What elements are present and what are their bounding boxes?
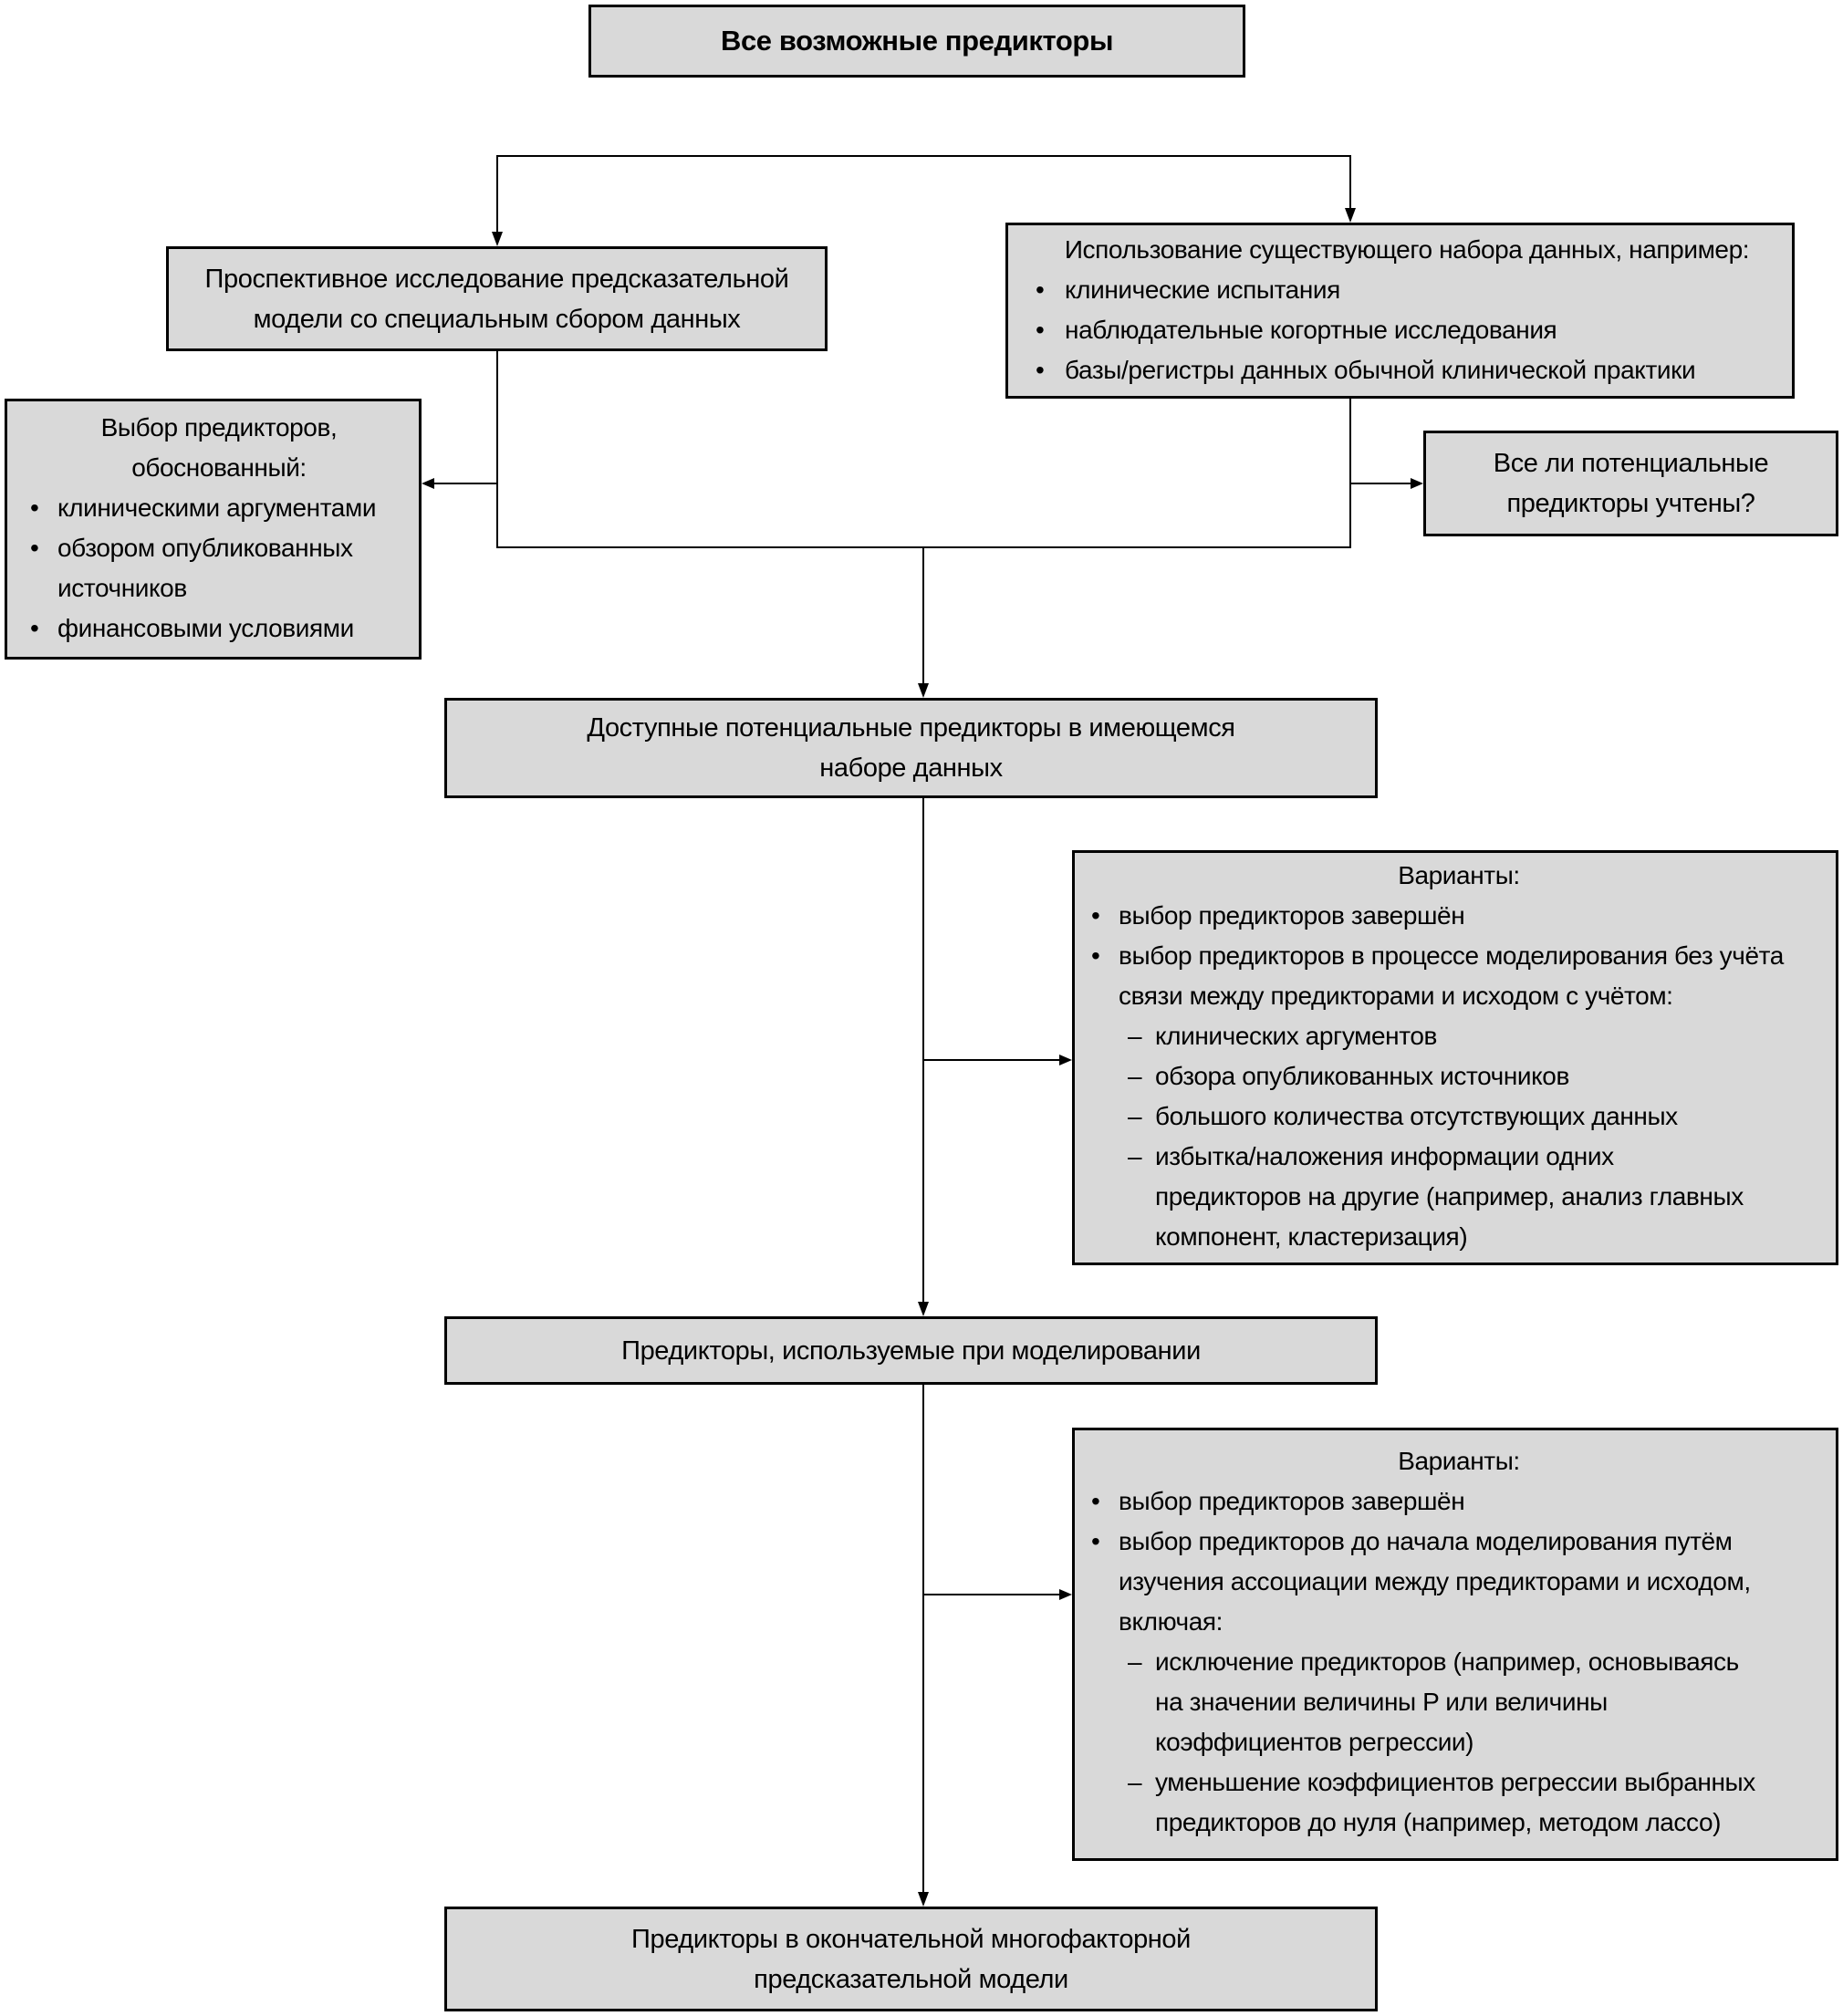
- bullet-marker: •: [1091, 941, 1100, 970]
- connector-branch-to-options-1: [923, 1059, 1059, 1061]
- box-all-predictors-title: Все возможные предикторы: [720, 25, 1114, 57]
- dash-marker: –: [1128, 1142, 1142, 1170]
- list-item-text: клинические испытания: [1065, 275, 1340, 304]
- bullet-marker: •: [1036, 316, 1045, 344]
- bullet-marker: •: [1091, 901, 1100, 930]
- box-all-predictors-considered-text: Все ли потенциальные предикторы учтены?: [1493, 449, 1769, 518]
- box-prospective-study: Проспективное исследование предсказатель…: [166, 246, 828, 351]
- box-all-predictors-considered: Все ли потенциальные предикторы учтены?: [1423, 431, 1838, 536]
- list-item: • выбор предикторов завершён: [1091, 896, 1827, 936]
- arrowhead-to-final-model: [918, 1892, 929, 1907]
- dash-marker: –: [1128, 1647, 1142, 1676]
- connector-top-rail: [496, 155, 1351, 157]
- arrowhead-to-prospective-study: [492, 232, 503, 246]
- dash-marker: –: [1128, 1768, 1142, 1796]
- arrowhead-to-rationale: [422, 478, 434, 489]
- box-available-predictors: Доступные потенциальные предикторы в име…: [444, 698, 1378, 798]
- box-options-2-heading: Варианты:: [1398, 1447, 1520, 1475]
- arrowhead-to-available-predictors: [918, 683, 929, 698]
- list-item: – клинических аргументов: [1128, 1016, 1827, 1056]
- arrowhead-to-existing-dataset: [1345, 208, 1356, 223]
- dash-marker: –: [1128, 1102, 1142, 1130]
- list-item: • выбор предикторов в процессе моделиров…: [1091, 936, 1827, 1016]
- box-all-predictors: Все возможные предикторы: [588, 5, 1245, 78]
- list-item: • выбор предикторов завершён: [1091, 1481, 1827, 1522]
- box-modeling-predictors-text: Предикторы, используемые при моделирован…: [621, 1335, 1201, 1366]
- bullet-marker: •: [30, 494, 39, 522]
- list-item: • финансовыми условиями: [30, 608, 408, 649]
- list-item: – исключение предикторов (например, осно…: [1128, 1642, 1827, 1762]
- dash-marker: –: [1128, 1062, 1142, 1090]
- dash-marker: –: [1128, 1022, 1142, 1050]
- bullet-marker: •: [30, 614, 39, 642]
- list-item-text: выбор предикторов в процессе моделирован…: [1119, 941, 1784, 1010]
- connector-right-vertical: [1349, 399, 1351, 548]
- connector-center-drop-2: [922, 798, 924, 1302]
- connector-top-left-drop: [496, 155, 498, 234]
- list-item-text: обзором опубликованных источников: [57, 534, 353, 602]
- list-item: • клиническими аргументами: [30, 488, 408, 528]
- box-existing-dataset: Использование существующего набора данны…: [1005, 223, 1795, 399]
- box-available-predictors-text: Доступные потенциальные предикторы в име…: [587, 713, 1235, 783]
- box-options-1: Варианты: • выбор предикторов завершён •…: [1072, 850, 1838, 1265]
- list-item-text: наблюдательные когортные исследования: [1065, 316, 1557, 344]
- connector-top-right-drop: [1349, 155, 1351, 210]
- box-final-model: Предикторы в окончательной многофакторно…: [444, 1907, 1378, 2011]
- list-item: – избытка/наложения информации одних пре…: [1128, 1137, 1827, 1257]
- bullet-marker: •: [1036, 275, 1045, 304]
- bullet-marker: •: [1091, 1527, 1100, 1555]
- arrowhead-to-options-2: [1059, 1589, 1072, 1600]
- list-item: • выбор предикторов до начала моделирова…: [1091, 1522, 1827, 1642]
- list-item: – уменьшение коэффициентов регрессии выб…: [1128, 1762, 1827, 1843]
- box-options-1-heading: Варианты:: [1398, 861, 1520, 889]
- box-modeling-predictors: Предикторы, используемые при моделирован…: [444, 1316, 1378, 1385]
- list-item-text: избытка/наложения информации одних преди…: [1155, 1142, 1744, 1251]
- list-item-text: исключение предикторов (например, основы…: [1155, 1647, 1739, 1756]
- box-predictor-selection-rationale: Выбор предикторов, обоснованный: • клини…: [5, 399, 422, 660]
- bullet-marker: •: [1091, 1487, 1100, 1515]
- list-item-text: большого количества отсутствующих данных: [1155, 1102, 1678, 1130]
- arrowhead-to-considered: [1411, 478, 1423, 489]
- bullet-marker: •: [1036, 356, 1045, 384]
- box-prospective-study-text: Проспективное исследование предсказатель…: [204, 264, 789, 334]
- list-item-text: выбор предикторов завершён: [1119, 901, 1465, 930]
- connector-left-vertical: [496, 351, 498, 548]
- list-item: • клинические испытания: [1036, 270, 1778, 310]
- box-options-2: Варианты: • выбор предикторов завершён •…: [1072, 1428, 1838, 1861]
- box-final-model-text: Предикторы в окончательной многофакторно…: [631, 1924, 1191, 1994]
- box-predictor-selection-heading: Выбор предикторов, обоснованный:: [100, 413, 338, 482]
- list-item: – обзора опубликованных источников: [1128, 1056, 1827, 1096]
- list-item: – большого количества отсутствующих данн…: [1128, 1096, 1827, 1137]
- box-existing-dataset-heading: Использование существующего набора данны…: [1064, 235, 1750, 264]
- arrowhead-to-options-1: [1059, 1055, 1072, 1065]
- list-item-text: уменьшение коэффициентов регрессии выбра…: [1155, 1768, 1755, 1836]
- list-item: • наблюдательные когортные исследования: [1036, 310, 1778, 350]
- list-item-text: выбор предикторов до начала моделировани…: [1119, 1527, 1751, 1636]
- connector-center-drop-3: [922, 1385, 924, 1892]
- list-item-text: финансовыми условиями: [57, 614, 354, 642]
- list-item-text: выбор предикторов завершён: [1119, 1487, 1465, 1515]
- connector-branch-to-options-2: [923, 1594, 1059, 1595]
- list-item: • базы/регистры данных обычной клиническ…: [1036, 350, 1778, 390]
- list-item-text: базы/регистры данных обычной клинической…: [1065, 356, 1696, 384]
- connector-center-drop-1: [922, 547, 924, 684]
- connector-branch-to-rationale: [434, 483, 498, 484]
- list-item-text: клинических аргументов: [1155, 1022, 1437, 1050]
- connector-branch-to-considered: [1351, 483, 1411, 484]
- list-item: • обзором опубликованных источников: [30, 528, 408, 608]
- list-item-text: обзора опубликованных источников: [1155, 1062, 1569, 1090]
- bullet-marker: •: [30, 534, 39, 562]
- list-item-text: клиническими аргументами: [57, 494, 377, 522]
- arrowhead-to-modeling-predictors: [918, 1302, 929, 1316]
